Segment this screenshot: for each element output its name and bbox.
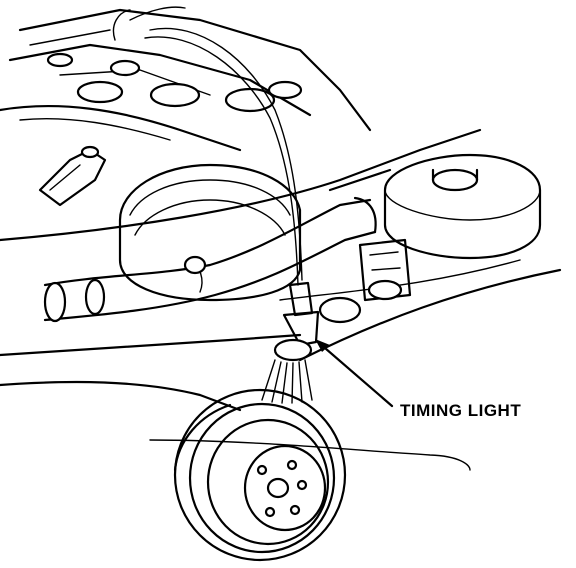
alternator: [118, 163, 302, 302]
spark-plug-bosses: [46, 52, 303, 113]
spark-plug-wires: [112, 6, 303, 286]
air-cleaner: [383, 153, 542, 260]
radiator-hose: [43, 196, 377, 323]
bracket: [38, 145, 107, 207]
timing-light-clamp: [273, 281, 320, 362]
body-panels: [0, 128, 562, 471]
timing-light-label: TIMING LIGHT: [400, 401, 521, 420]
timing-light-beam: [261, 359, 313, 404]
callout-timing-light: TIMING LIGHT: [315, 339, 521, 420]
crankshaft-pulley: [173, 388, 347, 562]
hose-bracket: [318, 238, 412, 324]
